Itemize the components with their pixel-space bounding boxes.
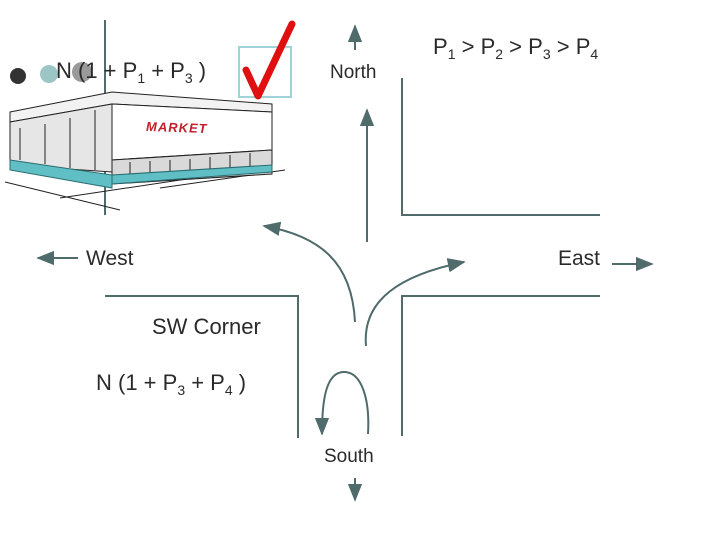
bullet-dot-icon [40, 65, 58, 83]
formula-bottom-left: N (1 + P3 + P4 ) [96, 370, 247, 398]
sw-corner-curb [105, 295, 299, 438]
right-turn-arrow [364, 258, 466, 347]
bullet-dot-icon [72, 62, 92, 82]
label-north: North [330, 62, 377, 83]
se-corner-curb [401, 295, 600, 436]
label-west: West [86, 247, 134, 270]
ne-corner-curb [401, 78, 600, 216]
label-south: South [324, 446, 374, 467]
label-east: East [558, 247, 601, 270]
bullet-dot-icon [10, 68, 26, 84]
left-turn-arrow [262, 221, 356, 323]
u-turn-arrow [314, 370, 370, 436]
formula-ordering: P1 > P2 > P3 > P4 [433, 34, 599, 62]
formula-top-left: N (1 + P1 + P3 ) [56, 58, 207, 86]
label-sw-corner: SW Corner [152, 314, 261, 339]
